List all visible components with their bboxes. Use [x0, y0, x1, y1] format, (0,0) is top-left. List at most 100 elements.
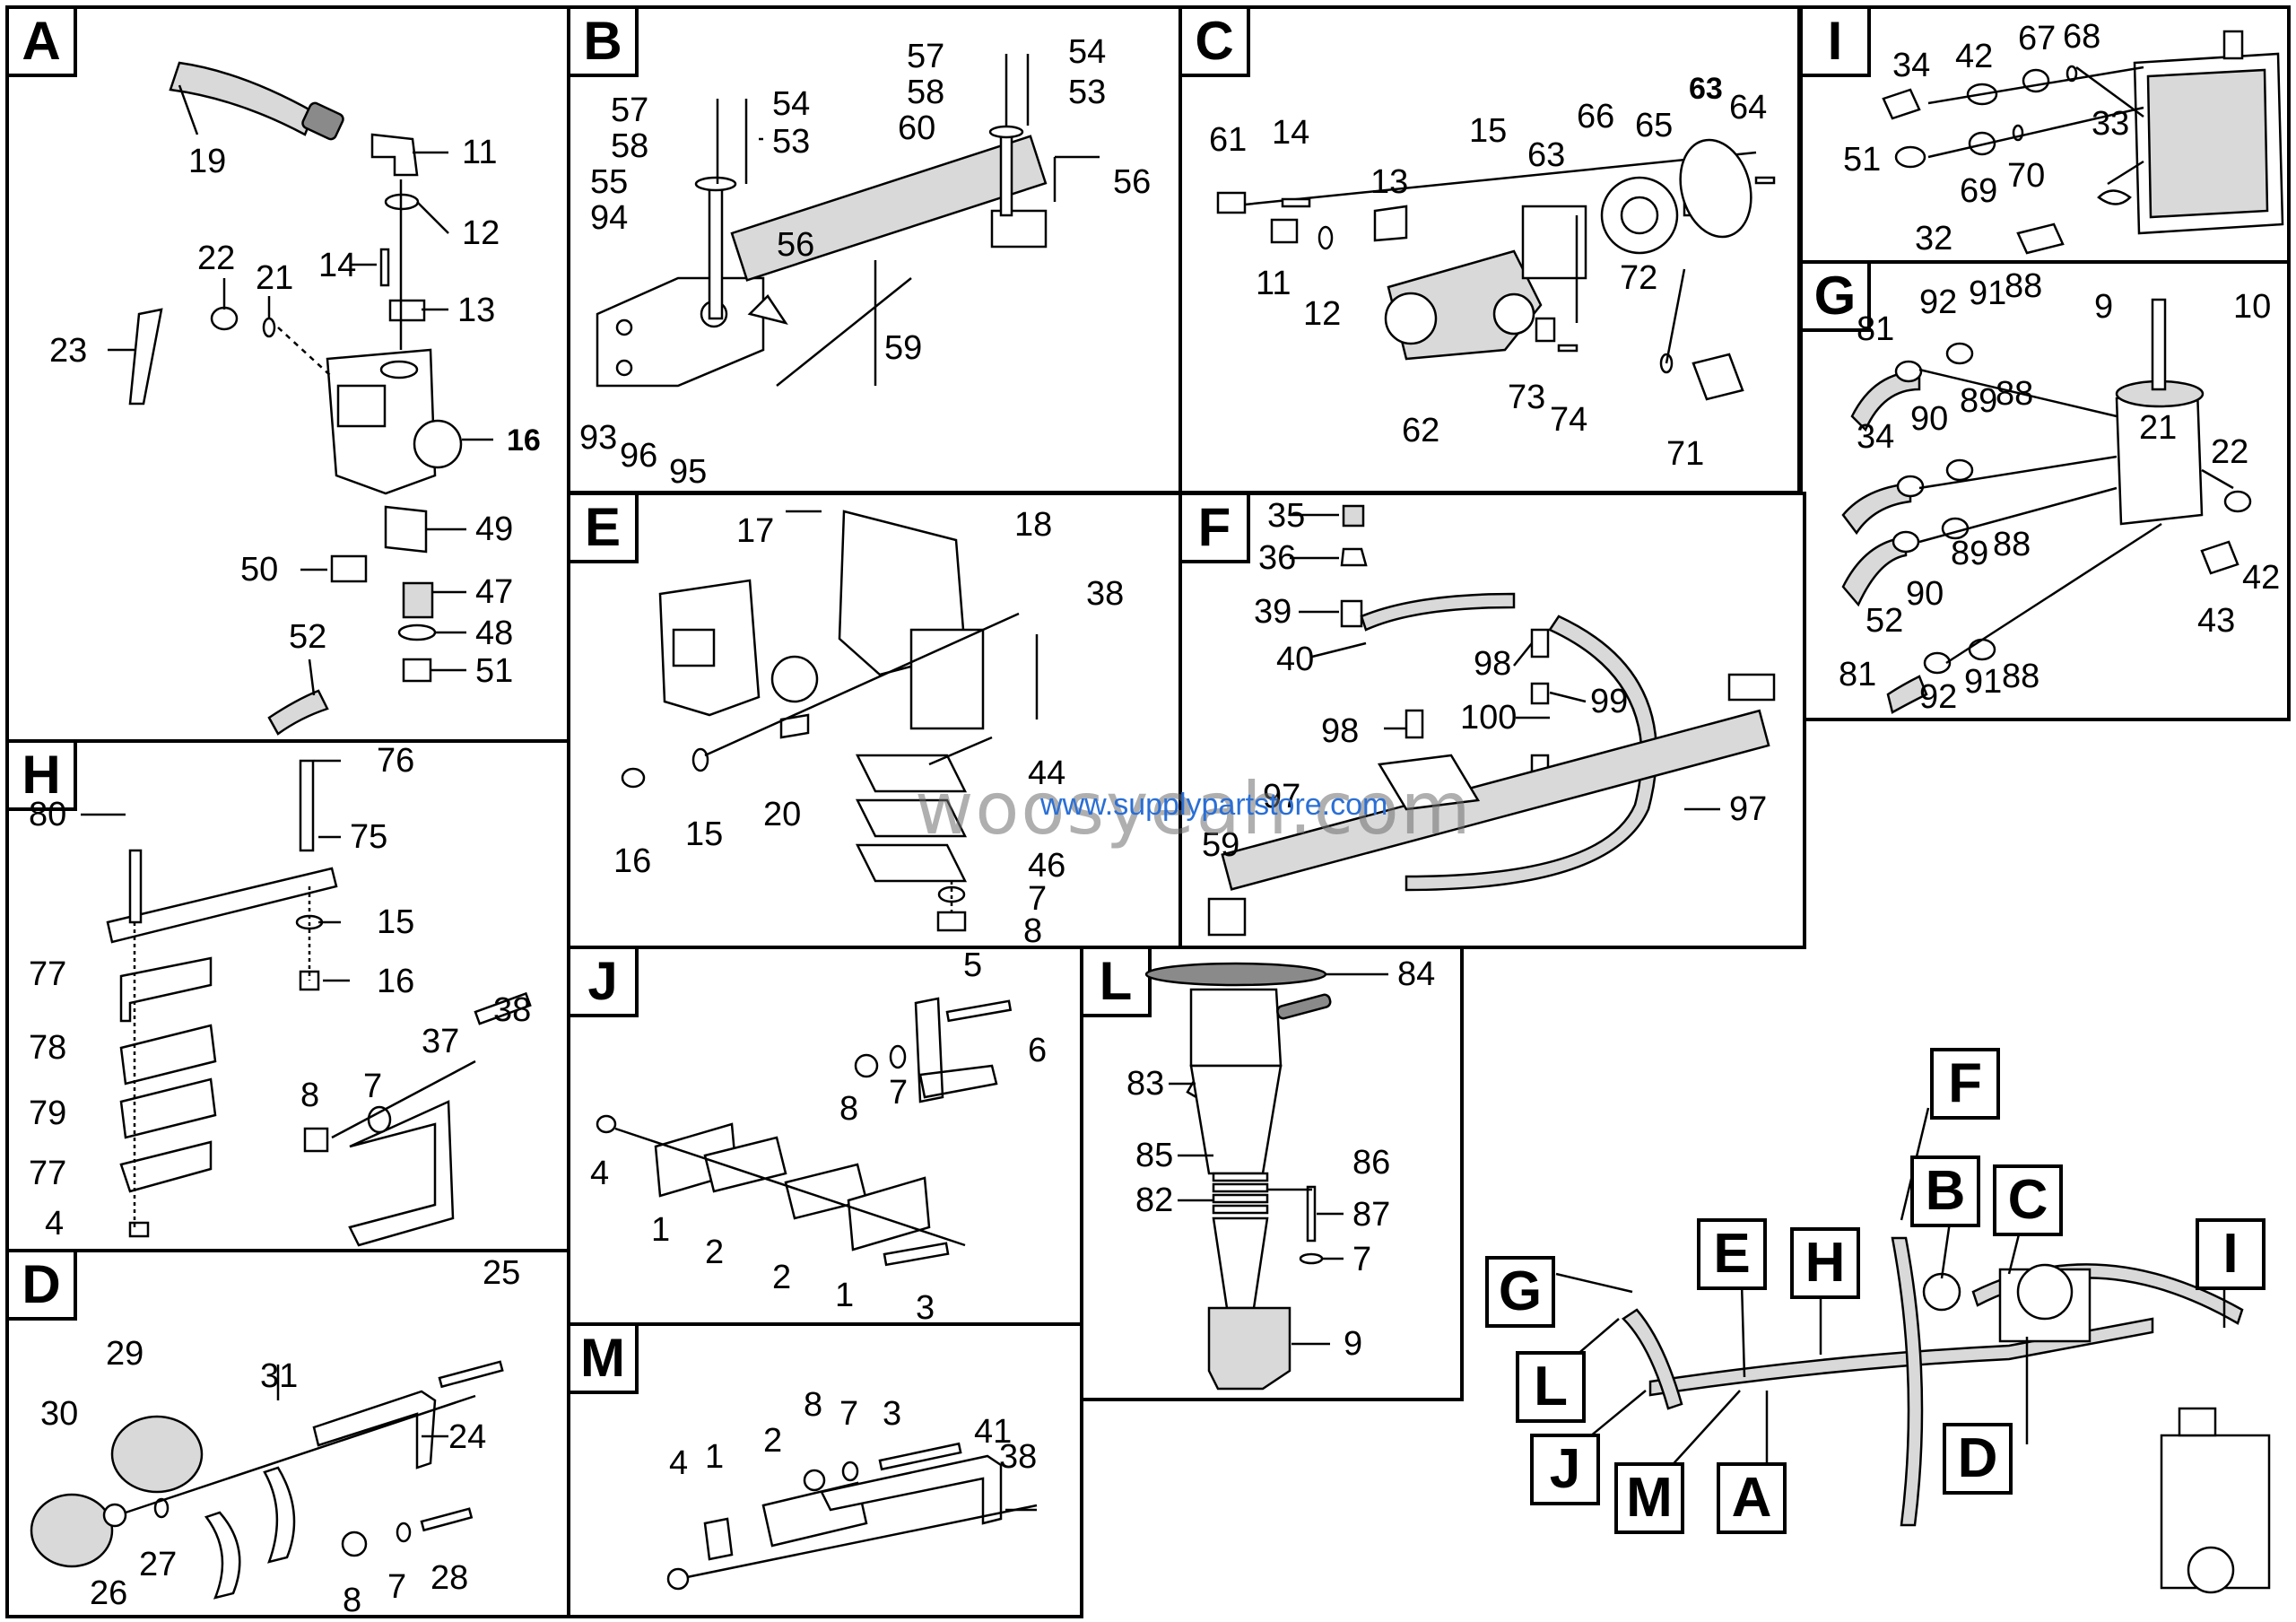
screw-14: [1281, 197, 1311, 208]
overview-key-c[interactable]: C: [1993, 1164, 2063, 1236]
callout-j-6: 6: [1028, 1032, 1047, 1069]
callout-f-40: 40: [1276, 641, 1314, 678]
tee-49: [384, 505, 428, 554]
fitting-99: [1530, 682, 1550, 705]
callout-l-9: 9: [1344, 1325, 1362, 1363]
callout-m-8: 8: [804, 1386, 822, 1424]
watermark-url: www.supplypartstore.com: [1040, 788, 1388, 822]
bolt-3: [878, 1442, 962, 1471]
callout-f-97b: 97: [1729, 790, 1767, 828]
callout-d-26: 26: [90, 1574, 127, 1612]
watermark-brand: woosyeah.com: [915, 767, 1473, 850]
callout-f-98a: 98: [1474, 645, 1511, 683]
callout-g-52: 52: [1866, 602, 1903, 640]
ring-68: [2066, 65, 2078, 83]
callout-b-56b: 56: [1113, 163, 1151, 201]
overview-key-i[interactable]: I: [2196, 1218, 2266, 1290]
overview-frame-hose: [1648, 1317, 2154, 1397]
cylinder-59: [730, 135, 1048, 282]
callout-b-57b: 57: [907, 38, 944, 75]
valve-port: [413, 419, 463, 469]
plate-75: [106, 867, 338, 944]
nut-16: [621, 767, 646, 789]
bolt-6: [945, 999, 1013, 1023]
callout-f-59: 59: [1202, 826, 1239, 864]
panel-d-letter: D: [9, 1252, 77, 1321]
callout-a-22: 22: [197, 240, 235, 277]
callout-d-24: 24: [448, 1418, 486, 1456]
overview-key-j[interactable]: J: [1530, 1434, 1600, 1505]
callout-i-42: 42: [1955, 38, 1993, 75]
callout-e-44: 44: [1028, 754, 1065, 792]
callout-f-98b: 98: [1321, 712, 1359, 750]
panel-i-drawing: 34 42 67 68 51 69 70 33 32: [1843, 18, 2284, 257]
nut-8: [936, 911, 967, 932]
block-79: [119, 1077, 217, 1139]
callout-b-93: 93: [579, 419, 617, 457]
callout-h-77b: 77: [29, 1155, 66, 1192]
callout-h-77a: 77: [29, 955, 66, 993]
callout-d-30: 30: [40, 1395, 78, 1433]
callout-g-81b: 81: [1839, 656, 1876, 693]
nut-22: [210, 306, 239, 331]
callout-j-5: 5: [963, 949, 982, 984]
callout-l-84: 84: [1397, 955, 1435, 993]
callout-b-54a: 54: [772, 85, 810, 123]
panel-a: A 19 11 12 14: [5, 5, 570, 743]
clevis-right: [990, 209, 1048, 249]
overview-key-l[interactable]: L: [1516, 1351, 1586, 1423]
overview-key-h[interactable]: H: [1790, 1227, 1860, 1299]
washer-7: [937, 885, 966, 903]
plug-34: [1882, 88, 1921, 120]
sleeve-30: [30, 1493, 114, 1568]
callout-i-68: 68: [2063, 18, 2100, 56]
callout-e-46: 46: [1028, 847, 1065, 885]
fitting-11: [1270, 218, 1299, 244]
panel-f: F 35 36 39 40 98 99 100 98 97 59 97: [1178, 492, 1806, 949]
callout-b-96: 96: [620, 437, 657, 475]
callout-m-38: 38: [999, 1438, 1037, 1476]
overview-key-m[interactable]: M: [1614, 1462, 1684, 1534]
fitting-51: [1894, 145, 1926, 169]
overview-key-a[interactable]: A: [1717, 1462, 1787, 1534]
overview-key-b[interactable]: B: [1910, 1155, 1980, 1227]
callout-g-88c: 88: [1993, 526, 2031, 563]
callout-e-17: 17: [736, 512, 774, 550]
fitting-23: [128, 308, 163, 406]
callout-d-31: 31: [260, 1357, 298, 1395]
nut-26: [102, 1503, 127, 1528]
callout-b-60: 60: [898, 109, 935, 147]
overview-key-g[interactable]: G: [1485, 1256, 1555, 1328]
bracket-77b: [119, 1140, 213, 1193]
nut-8: [341, 1530, 368, 1557]
callout-g-90b: 90: [1906, 575, 1944, 613]
callout-a-50: 50: [240, 551, 278, 589]
callout-g-43: 43: [2197, 602, 2235, 640]
plug-32: [2016, 222, 2065, 255]
callout-b-53b: 53: [1068, 74, 1106, 111]
washer-7: [889, 1044, 907, 1069]
callout-i-67: 67: [2018, 20, 2056, 57]
callout-c-15: 15: [1469, 112, 1507, 150]
nut-36: [1340, 547, 1368, 567]
plug-50: [330, 554, 368, 583]
overview-key-e[interactable]: E: [1697, 1218, 1767, 1290]
panel-e-letter: E: [570, 495, 639, 563]
valve-top-port: [379, 360, 419, 379]
panel-i: I 34 42 67 68 51 69 70 33 32: [1799, 5, 2291, 264]
callout-b-59: 59: [884, 329, 922, 367]
callout-h-80: 80: [29, 796, 66, 833]
callout-i-33: 33: [2092, 105, 2129, 143]
callout-c-13: 13: [1370, 163, 1408, 201]
callout-c-74: 74: [1550, 401, 1587, 439]
block-78: [119, 1024, 217, 1086]
callout-j-4: 4: [590, 1155, 609, 1192]
nut-8: [803, 1469, 826, 1492]
callout-e-7: 7: [1028, 880, 1047, 918]
hose-52: [267, 689, 329, 736]
overview-key-d[interactable]: D: [1943, 1423, 2013, 1495]
panel-b-letter: B: [570, 9, 639, 77]
bracket-5: [914, 997, 998, 1103]
panel-j-drawing: 5 6 8 7 4 1 2 2 1 3: [590, 949, 1047, 1322]
overview-key-f[interactable]: F: [1930, 1048, 2000, 1120]
